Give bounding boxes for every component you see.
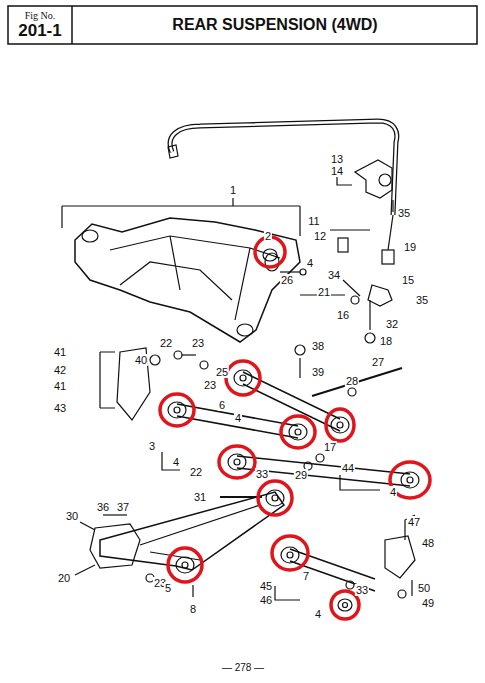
callout-number: 40	[134, 354, 148, 366]
callout-number: 17	[323, 441, 337, 453]
callout-number: 7	[302, 570, 310, 582]
callout-number: 4	[234, 412, 242, 424]
callout-number: 35	[415, 294, 429, 306]
callout-number: 49	[421, 597, 435, 609]
callout-number: 41	[53, 380, 67, 392]
figure-number: 201-1	[18, 21, 61, 41]
callout-number: 13	[330, 153, 344, 165]
callout-number: 12	[313, 230, 327, 242]
callout-number: 5	[164, 582, 172, 594]
callout-number: 19	[403, 241, 417, 253]
page-number: — 278 —	[221, 662, 265, 674]
callout-number: 18	[379, 335, 393, 347]
figure-number-box: Fig No.201-1	[9, 7, 71, 43]
callout-number: 38	[311, 340, 325, 352]
callout-number: 31	[193, 491, 207, 503]
callout-number: 29	[294, 469, 308, 481]
callout-number: 22	[189, 466, 203, 478]
callout-number: 42	[53, 364, 67, 376]
callout-number: 30	[65, 510, 79, 522]
callout-number: 32	[385, 318, 399, 330]
callout-number: 6	[218, 399, 226, 411]
figure-title: REAR SUSPENSION (4WD)	[172, 16, 377, 34]
callout-number: 4	[389, 486, 397, 498]
callout-number: 43	[53, 402, 67, 414]
callout-number: 36	[96, 501, 110, 513]
callout-number: 25	[215, 366, 229, 378]
callout-number: 33	[255, 468, 269, 480]
callout-number: 33	[355, 584, 369, 596]
callout-number: 41	[53, 346, 67, 358]
callout-number: 20	[57, 572, 71, 584]
callout-number: 2	[264, 230, 272, 242]
callout-number: 44	[341, 462, 355, 474]
callout-number: 46	[259, 594, 273, 606]
callout-number: 27	[371, 356, 385, 368]
callout-number: 22	[159, 337, 173, 349]
callout-number: 26	[280, 274, 294, 286]
callout-number: 39	[311, 366, 325, 378]
callout-number: 16	[336, 309, 350, 321]
callout-number: 45	[259, 580, 273, 592]
callout-number: 37	[116, 501, 130, 513]
callout-number: 4	[314, 608, 322, 620]
callout-number: 4	[172, 456, 180, 468]
callout-number: 34	[327, 269, 341, 281]
callout-number: 48	[421, 537, 435, 549]
figure-caption: Fig No.	[25, 10, 56, 21]
callout-number: 23	[191, 337, 205, 349]
callout-number: 8	[189, 603, 197, 615]
callout-number: 4	[306, 257, 314, 269]
callout-number: 35	[397, 207, 411, 219]
callout-number: 1	[229, 184, 237, 196]
callout-number: 47	[407, 516, 421, 528]
callout-number: 3	[148, 440, 156, 452]
callout-number: 21	[317, 286, 331, 298]
callout-number: 15	[401, 274, 415, 286]
callout-number: 28	[345, 375, 359, 387]
callout-number: 14	[330, 165, 344, 177]
callout-number: 11	[307, 215, 320, 227]
callout-number: 23	[203, 379, 217, 391]
callout-number: 50	[417, 582, 431, 594]
